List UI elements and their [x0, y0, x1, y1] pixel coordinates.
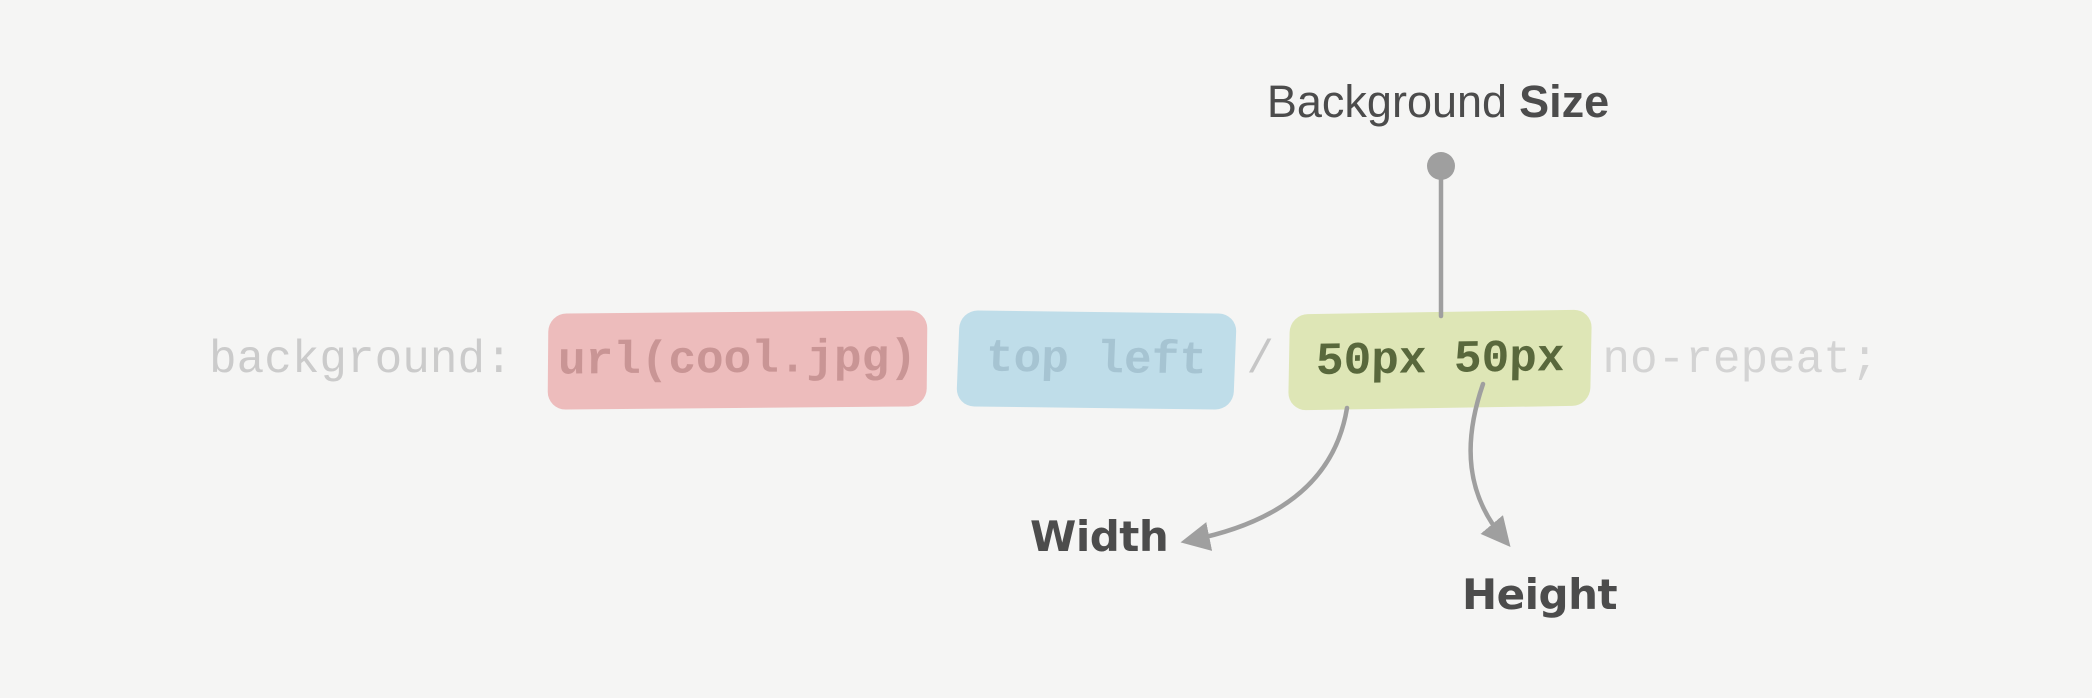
- css-code-line: background: url(cool.jpg) top left / 50p…: [209, 309, 1879, 411]
- repeat-value: no-repeat;: [1602, 334, 1879, 386]
- height-label: Height: [1462, 570, 1618, 619]
- callout-title-bold: Size: [1519, 76, 1610, 127]
- position-highlight-chip: top left: [955, 310, 1237, 410]
- width-label: Width: [1030, 512, 1169, 561]
- image-url-highlight-chip: url(cool.jpg): [547, 310, 927, 410]
- css-property-name: background:: [209, 334, 513, 386]
- background-size-callout-title: Background Size: [1267, 76, 1609, 128]
- slash-separator: /: [1246, 334, 1274, 386]
- size-highlight-chip: 50px 50px: [1288, 309, 1593, 411]
- width-arrow: [1180, 405, 1350, 551]
- callout-title-regular: Background: [1266, 76, 1508, 127]
- connector-dot-icon: [1427, 152, 1455, 180]
